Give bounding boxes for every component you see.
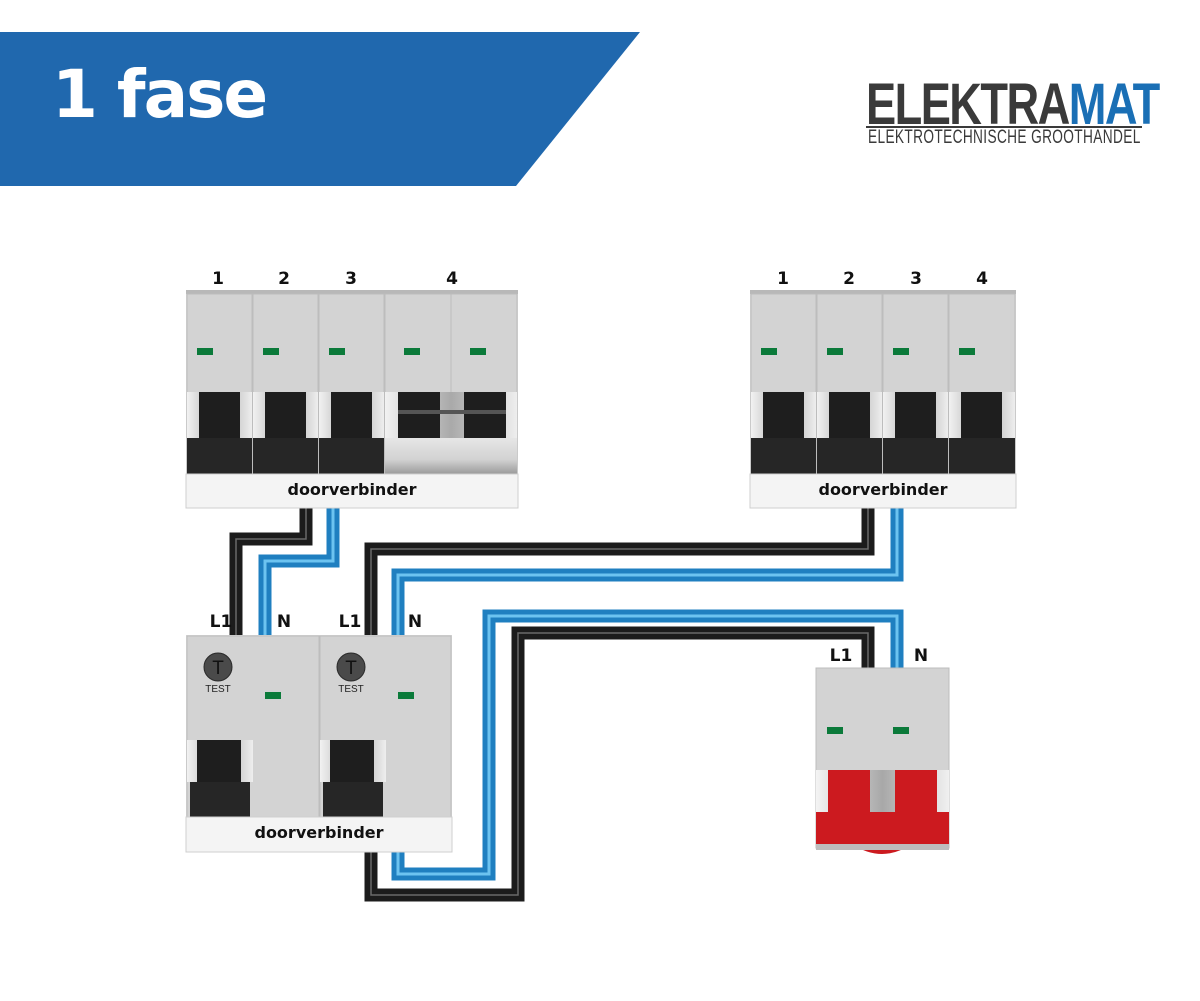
breaker-switch xyxy=(895,392,936,438)
group-label: 1 xyxy=(777,269,789,289)
indicator-light xyxy=(265,692,281,699)
breaker-switch xyxy=(763,392,804,438)
bus-bar-label: doorverbinder xyxy=(287,480,417,499)
indicator-light xyxy=(893,727,909,734)
test-label: TEST xyxy=(338,684,364,695)
indicator-light xyxy=(263,348,279,355)
wire-neutral-panel-right-to-rcd2 xyxy=(391,508,904,635)
breaker-module xyxy=(882,293,949,475)
bus-bar xyxy=(749,473,1017,509)
brand-logo: ELEKTRAMAT ELEKTROTECHNISCHE GROOTHANDEL xyxy=(866,76,1160,150)
breaker-module xyxy=(750,293,817,475)
logo-text-part1: ELEKTRA xyxy=(866,72,1070,137)
logo-text-part2: MAT xyxy=(1068,72,1161,137)
main-switch-handle xyxy=(816,812,949,854)
wires xyxy=(229,508,904,902)
rcd-switch xyxy=(330,740,374,782)
indicator-light xyxy=(329,348,345,355)
test-button-symbol: T xyxy=(212,658,224,679)
title-banner xyxy=(0,32,640,186)
group-label: 2 xyxy=(843,269,855,289)
breaker-module xyxy=(186,293,253,475)
breaker-switch xyxy=(331,392,372,438)
bus-bar xyxy=(185,816,453,853)
group-label: 4 xyxy=(446,269,458,289)
terminal-label-l1: L1 xyxy=(829,646,853,666)
main-switch xyxy=(815,667,950,854)
breaker-module xyxy=(816,293,883,475)
wire-live-panel-left-to-rcd1 xyxy=(229,508,313,635)
rcd-block xyxy=(185,635,453,853)
indicator-light xyxy=(827,348,843,355)
terminal-label-n: N xyxy=(913,646,929,666)
indicator-light xyxy=(470,348,486,355)
wire-neutral-panel-left-to-rcd1 xyxy=(258,508,340,635)
indicator-light xyxy=(893,348,909,355)
group-label: 3 xyxy=(910,269,922,289)
page-title: 1 fase xyxy=(52,56,268,133)
group-label: 2 xyxy=(278,269,290,289)
breaker-switch xyxy=(464,392,506,438)
bus-bar-label: doorverbinder xyxy=(818,480,948,499)
bus-bar xyxy=(185,473,519,509)
group-label: 3 xyxy=(345,269,357,289)
wire-neutral-rcd-to-main-switch xyxy=(391,609,904,881)
terminal-label-l1: L1 xyxy=(209,612,233,632)
main-switch-lever xyxy=(895,770,937,814)
indicator-light xyxy=(761,348,777,355)
rcd-module xyxy=(186,635,320,818)
indicator-light xyxy=(398,692,414,699)
breaker-switch xyxy=(961,392,1002,438)
logo-divider xyxy=(866,126,1142,128)
test-button-symbol: T xyxy=(345,658,357,679)
test-button xyxy=(336,652,366,682)
bus-bar-label: doorverbinder xyxy=(254,823,384,842)
group-label: 1 xyxy=(212,269,224,289)
breaker-module-double xyxy=(384,293,518,475)
test-button xyxy=(203,652,233,682)
breaker-switch xyxy=(199,392,240,438)
breaker-module xyxy=(948,293,1016,475)
breaker-switch xyxy=(398,392,440,438)
breaker-switch xyxy=(265,392,306,438)
indicator-light xyxy=(404,348,420,355)
main-switch-lever xyxy=(828,770,870,814)
breaker-module xyxy=(318,293,385,475)
terminal-label-n: N xyxy=(276,612,292,632)
wire-live-panel-right-to-rcd2 xyxy=(364,508,875,635)
indicator-light xyxy=(959,348,975,355)
wire-live-rcd-to-main-switch xyxy=(364,626,875,902)
breaker-panel-left xyxy=(185,290,519,509)
group-label: 4 xyxy=(976,269,988,289)
test-label: TEST xyxy=(205,684,231,695)
terminal-label-l1: L1 xyxy=(338,612,362,632)
breaker-module xyxy=(252,293,319,475)
breaker-panel-right xyxy=(749,290,1017,509)
rcd-module xyxy=(319,635,452,818)
logo-subtitle: ELEKTROTECHNISCHE GROOTHANDEL xyxy=(868,127,1141,148)
indicator-light xyxy=(827,727,843,734)
indicator-light xyxy=(197,348,213,355)
breaker-switch xyxy=(829,392,870,438)
rcd-switch xyxy=(197,740,241,782)
terminal-label-n: N xyxy=(407,612,423,632)
